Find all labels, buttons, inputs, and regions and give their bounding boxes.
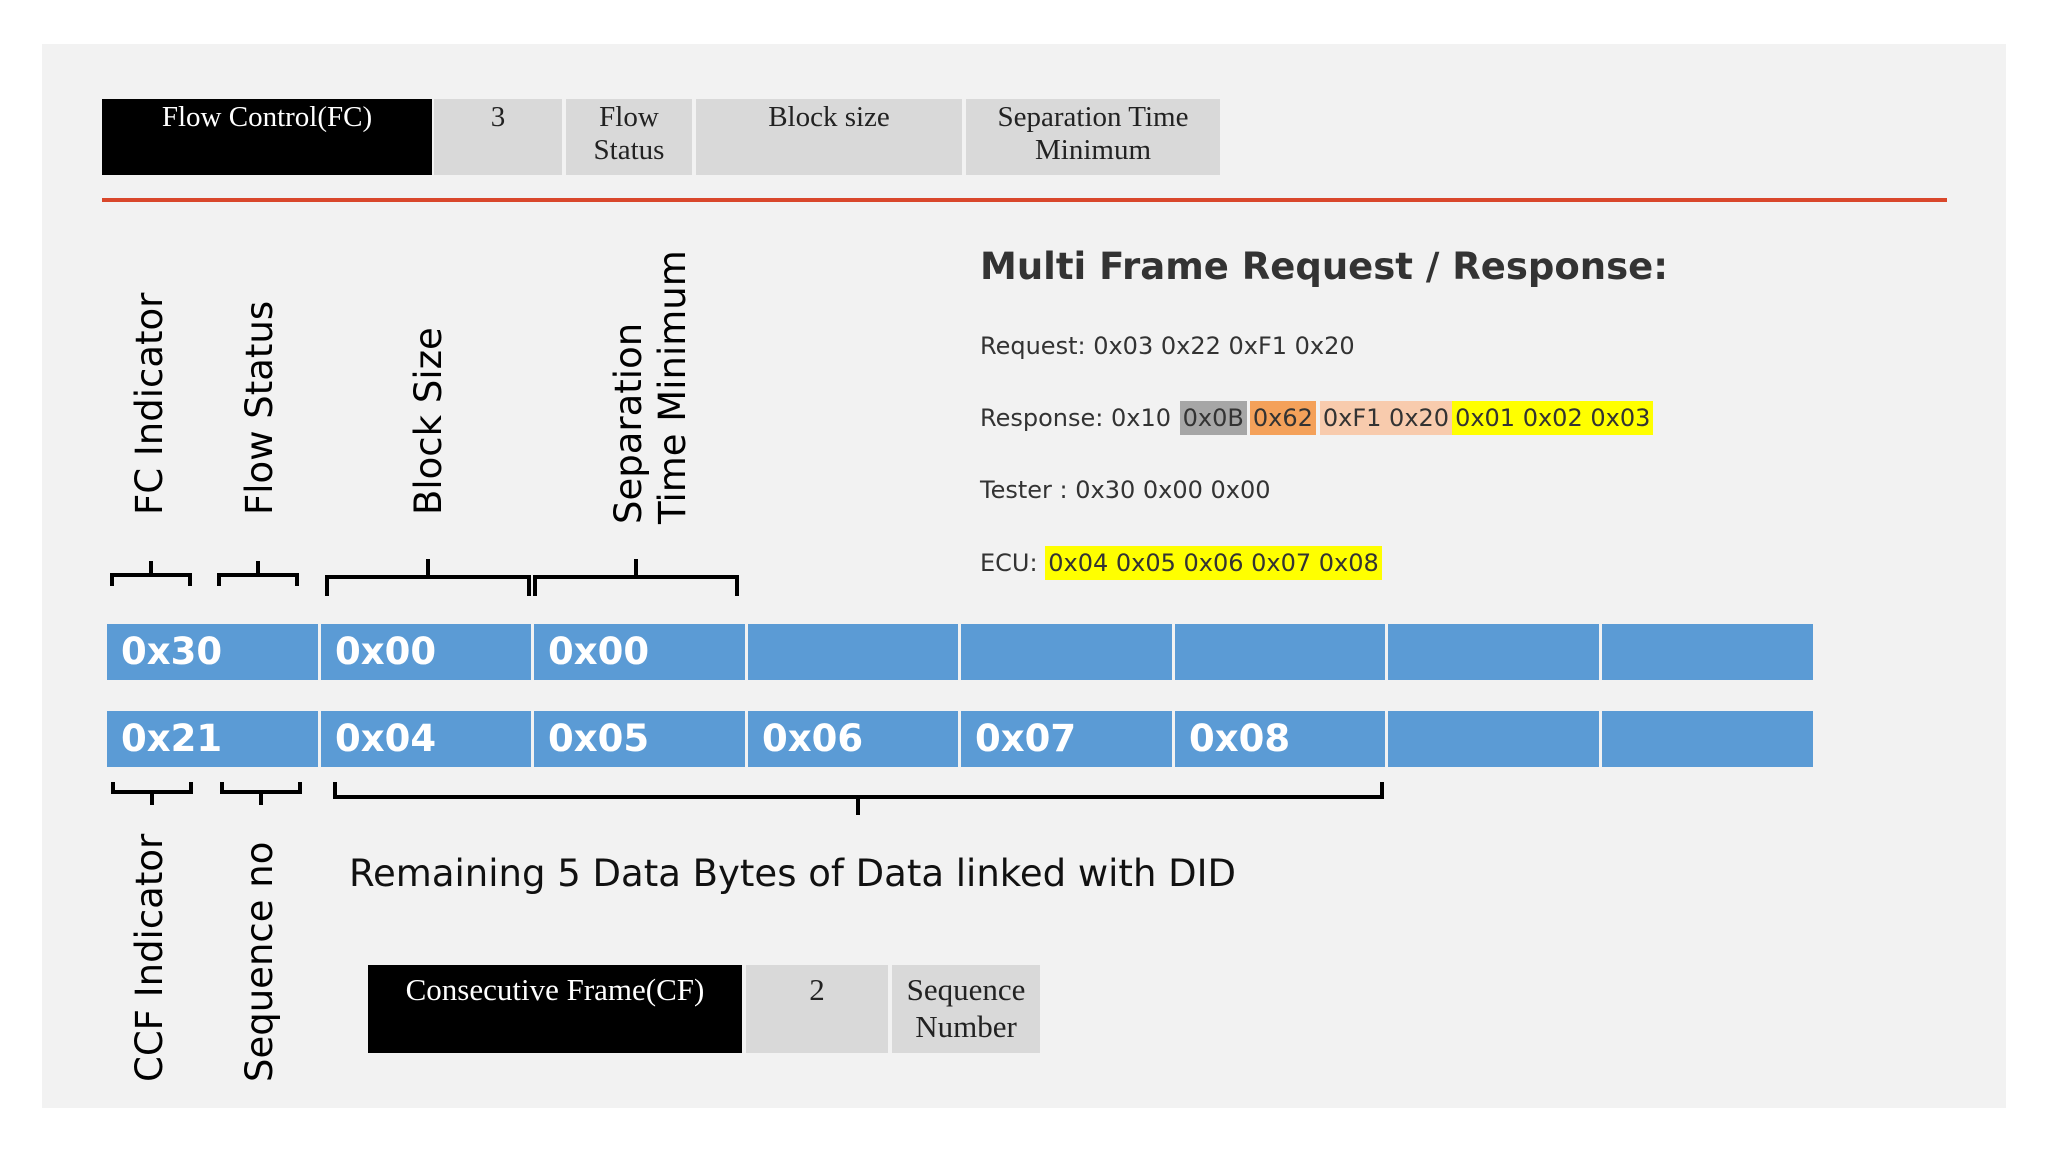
fc-byte-1: 0x30 (107, 624, 318, 680)
ecu-data-highlight: 0x04 0x05 0x06 0x07 0x08 (1045, 546, 1382, 580)
fc-header-separation-time: Separation Time Minimum (966, 99, 1220, 175)
red-divider (102, 198, 1947, 202)
multi-frame-title: Multi Frame Request / Response: (980, 245, 1669, 288)
fc-header-type-code: 3 (434, 99, 562, 175)
cf-byte-1: 0x21 (107, 711, 318, 767)
tester-line: Tester : 0x30 0x00 0x00 (980, 476, 1271, 504)
fc-byte-3: 0x00 (534, 624, 745, 680)
ecu-prefix: ECU: (980, 549, 1038, 577)
cf-header-frame-type: Consecutive Frame(CF) (368, 965, 742, 1053)
brace-fc-indicator (110, 561, 192, 586)
response-did-highlight: 0xF1 0x20 (1319, 401, 1453, 435)
remaining-data-label: Remaining 5 Data Bytes of Data linked wi… (349, 852, 1237, 895)
fc-byte-2: 0x00 (321, 624, 531, 680)
brace-separation-time (533, 559, 739, 596)
cf-byte-3: 0x05 (534, 711, 745, 767)
brace-sequence-no (220, 782, 302, 805)
label-sequence-no: Sequence no (238, 841, 281, 1082)
request-line: Request: 0x03 0x22 0xF1 0x20 (980, 332, 1355, 360)
cf-byte-7 (1388, 711, 1599, 767)
brace-flow-status (217, 561, 299, 586)
fc-byte-6 (1175, 624, 1385, 680)
cf-header-sequence-number: Sequence Number (892, 965, 1040, 1053)
fc-header-block-size: Block size (696, 99, 962, 175)
response-prefix: Response: 0x10 (980, 404, 1171, 432)
fc-byte-8 (1602, 624, 1813, 680)
response-length-highlight: 0x0B (1179, 401, 1247, 435)
brace-ccf-indicator (111, 782, 193, 805)
cf-byte-6: 0x08 (1175, 711, 1385, 767)
fc-header-flow-status: Flow Status (566, 99, 692, 175)
cf-byte-2: 0x04 (321, 711, 531, 767)
cf-byte-5: 0x07 (961, 711, 1172, 767)
cf-header-type-code: 2 (746, 965, 888, 1053)
brace-block-size (325, 559, 531, 596)
fc-byte-7 (1388, 624, 1599, 680)
cf-byte-8 (1602, 711, 1813, 767)
response-data-highlight: 0x01 0x02 0x03 (1452, 401, 1654, 435)
response-sid-highlight: 0x62 (1249, 401, 1316, 435)
brace-remaining-data (333, 782, 1384, 815)
fc-byte-5 (961, 624, 1172, 680)
label-ccf-indicator: CCF Indicator (128, 833, 171, 1082)
ecu-line: ECU: 0x04 0x05 0x06 0x07 0x08 (980, 546, 1382, 580)
fc-header-frame-type: Flow Control(FC) (102, 99, 432, 175)
cf-byte-4: 0x06 (748, 711, 958, 767)
fc-byte-4 (748, 624, 958, 680)
